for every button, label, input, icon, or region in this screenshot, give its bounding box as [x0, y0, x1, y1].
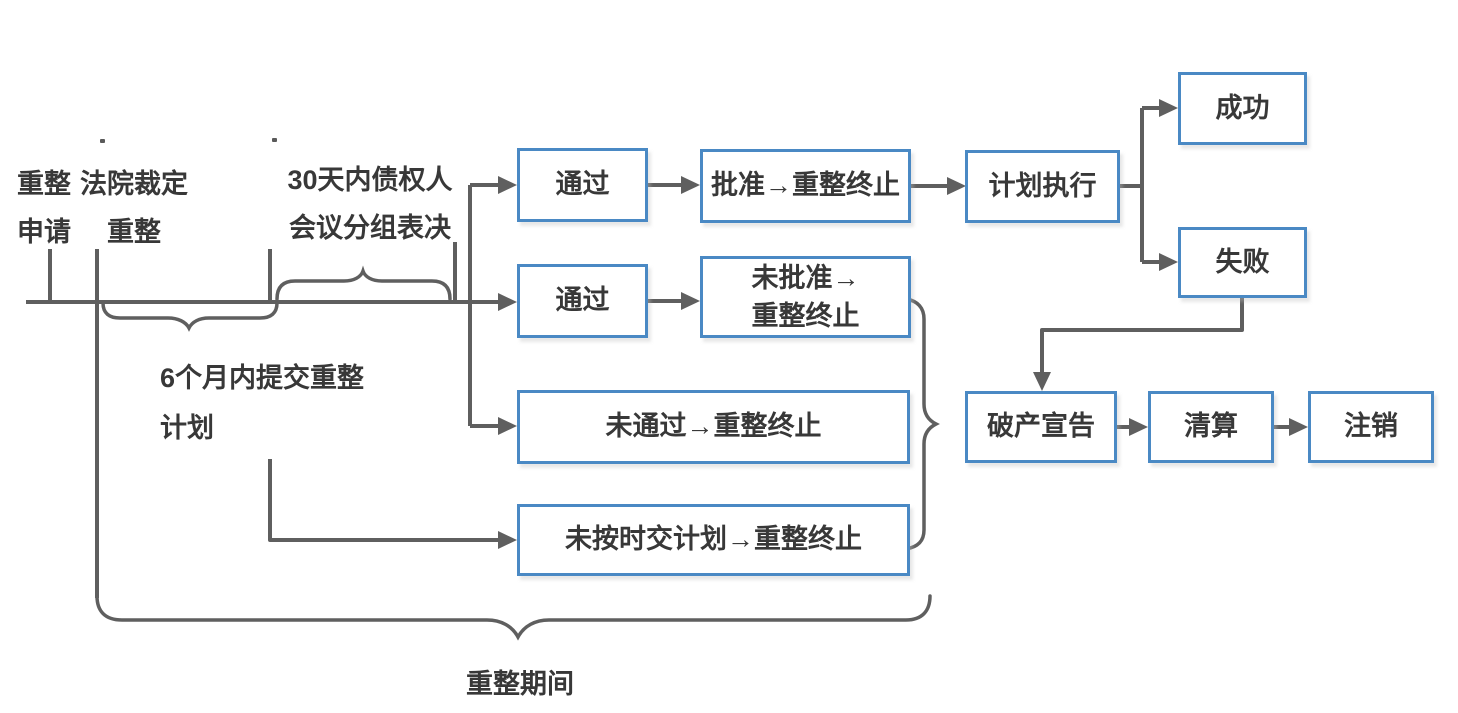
node-not-approved-terminate: 未批准→ 重整终止 [700, 256, 911, 338]
dot-mark [100, 139, 105, 143]
label-submit-plan: 6个月内提交重整 计划 [160, 353, 420, 453]
node-failure: 失败 [1178, 227, 1307, 298]
label-line: 6个月内提交重整 [160, 363, 365, 393]
node-bankruptcy-declaration: 破产宣告 [965, 391, 1117, 463]
label-line: 30天内债权人 [287, 165, 453, 195]
label-reorganization-period: 重整期间 [440, 662, 600, 701]
node-label: 破产宣告 [987, 411, 1095, 442]
arrowhead-failure [1159, 253, 1178, 271]
node-label: 注销 [1344, 411, 1398, 442]
node-pass-2: 通过 [517, 264, 648, 338]
arrowhead-deregistration [1289, 418, 1308, 436]
label-line: 重整 [107, 217, 161, 247]
node-label: 计划执行 [988, 170, 1097, 201]
dot-mark [272, 138, 277, 142]
edge-failure-bankruptcy [1040, 298, 1244, 373]
edge-to-late-plan [268, 459, 500, 542]
brace-vote-span [275, 265, 452, 301]
node-label: 未通过→重整终止 [605, 411, 822, 442]
label-court-ruling: 法院裁定 重整 [76, 160, 192, 256]
node-success: 成功 [1178, 72, 1307, 145]
node-label: 通过 [555, 169, 610, 200]
edge-plan-execution-branch [1120, 108, 1144, 262]
arrowhead-approved [681, 176, 700, 194]
node-liquidation: 清算 [1148, 391, 1274, 463]
node-label: 重整终止 [751, 301, 860, 331]
arrowhead-liquidation [1129, 418, 1148, 436]
label-creditors-vote: 30天内债权人 会议分组表决 [281, 156, 459, 252]
label-line: 计划 [160, 413, 214, 443]
brace-submit-plan-span [101, 301, 279, 332]
node-plan-execution: 计划执行 [965, 150, 1120, 223]
node-late-plan-terminate: 未按时交计划→重整终止 [517, 504, 910, 576]
timeline-arrowhead [498, 293, 517, 311]
node-label: 清算 [1184, 411, 1238, 442]
label-line: 会议分组表决 [289, 213, 451, 243]
label-line: 申请 [17, 217, 71, 247]
node-label: 通过 [555, 285, 610, 316]
node-pass-1: 通过 [517, 148, 648, 222]
label-line: 重整 [17, 169, 71, 199]
node-not-passed-terminate: 未通过→重整终止 [517, 390, 910, 464]
node-label: 成功 [1215, 92, 1270, 123]
arrowhead-pass1 [498, 176, 517, 194]
node-label: 未批准→ [751, 263, 860, 293]
arrowhead-bankruptcy [1033, 372, 1051, 391]
arrowhead-success [1159, 99, 1178, 117]
node-approved-terminate: 批准→重整终止 [700, 149, 911, 223]
arrowhead-plan-execution [947, 177, 966, 195]
node-label: 失败 [1215, 246, 1270, 277]
label-line: 重整期间 [466, 669, 574, 699]
node-label: 批准→重整终止 [711, 170, 900, 201]
label-line: 法院裁定 [80, 169, 188, 199]
node-label: 未按时交计划→重整终止 [565, 524, 862, 555]
node-deregistration: 注销 [1308, 391, 1434, 463]
brace-outcomes-group [904, 297, 940, 551]
label-reorganization-apply: 重整 申请 [12, 160, 76, 256]
brace-period [95, 594, 932, 641]
arrowhead-not-approved [681, 292, 700, 310]
arrowhead-not-passed [498, 417, 517, 435]
arrowhead-late-plan [498, 531, 517, 549]
